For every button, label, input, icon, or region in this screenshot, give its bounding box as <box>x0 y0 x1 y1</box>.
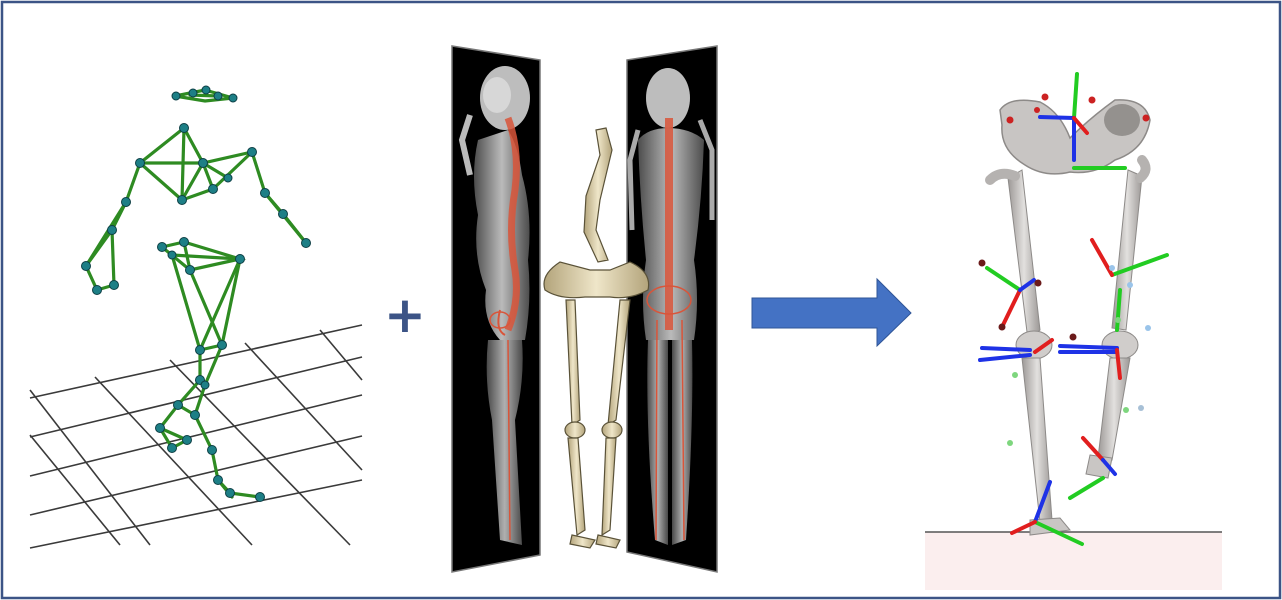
lateral-xray <box>452 46 540 572</box>
frontal-xray <box>627 46 717 572</box>
plus-sign: + <box>384 286 426 344</box>
